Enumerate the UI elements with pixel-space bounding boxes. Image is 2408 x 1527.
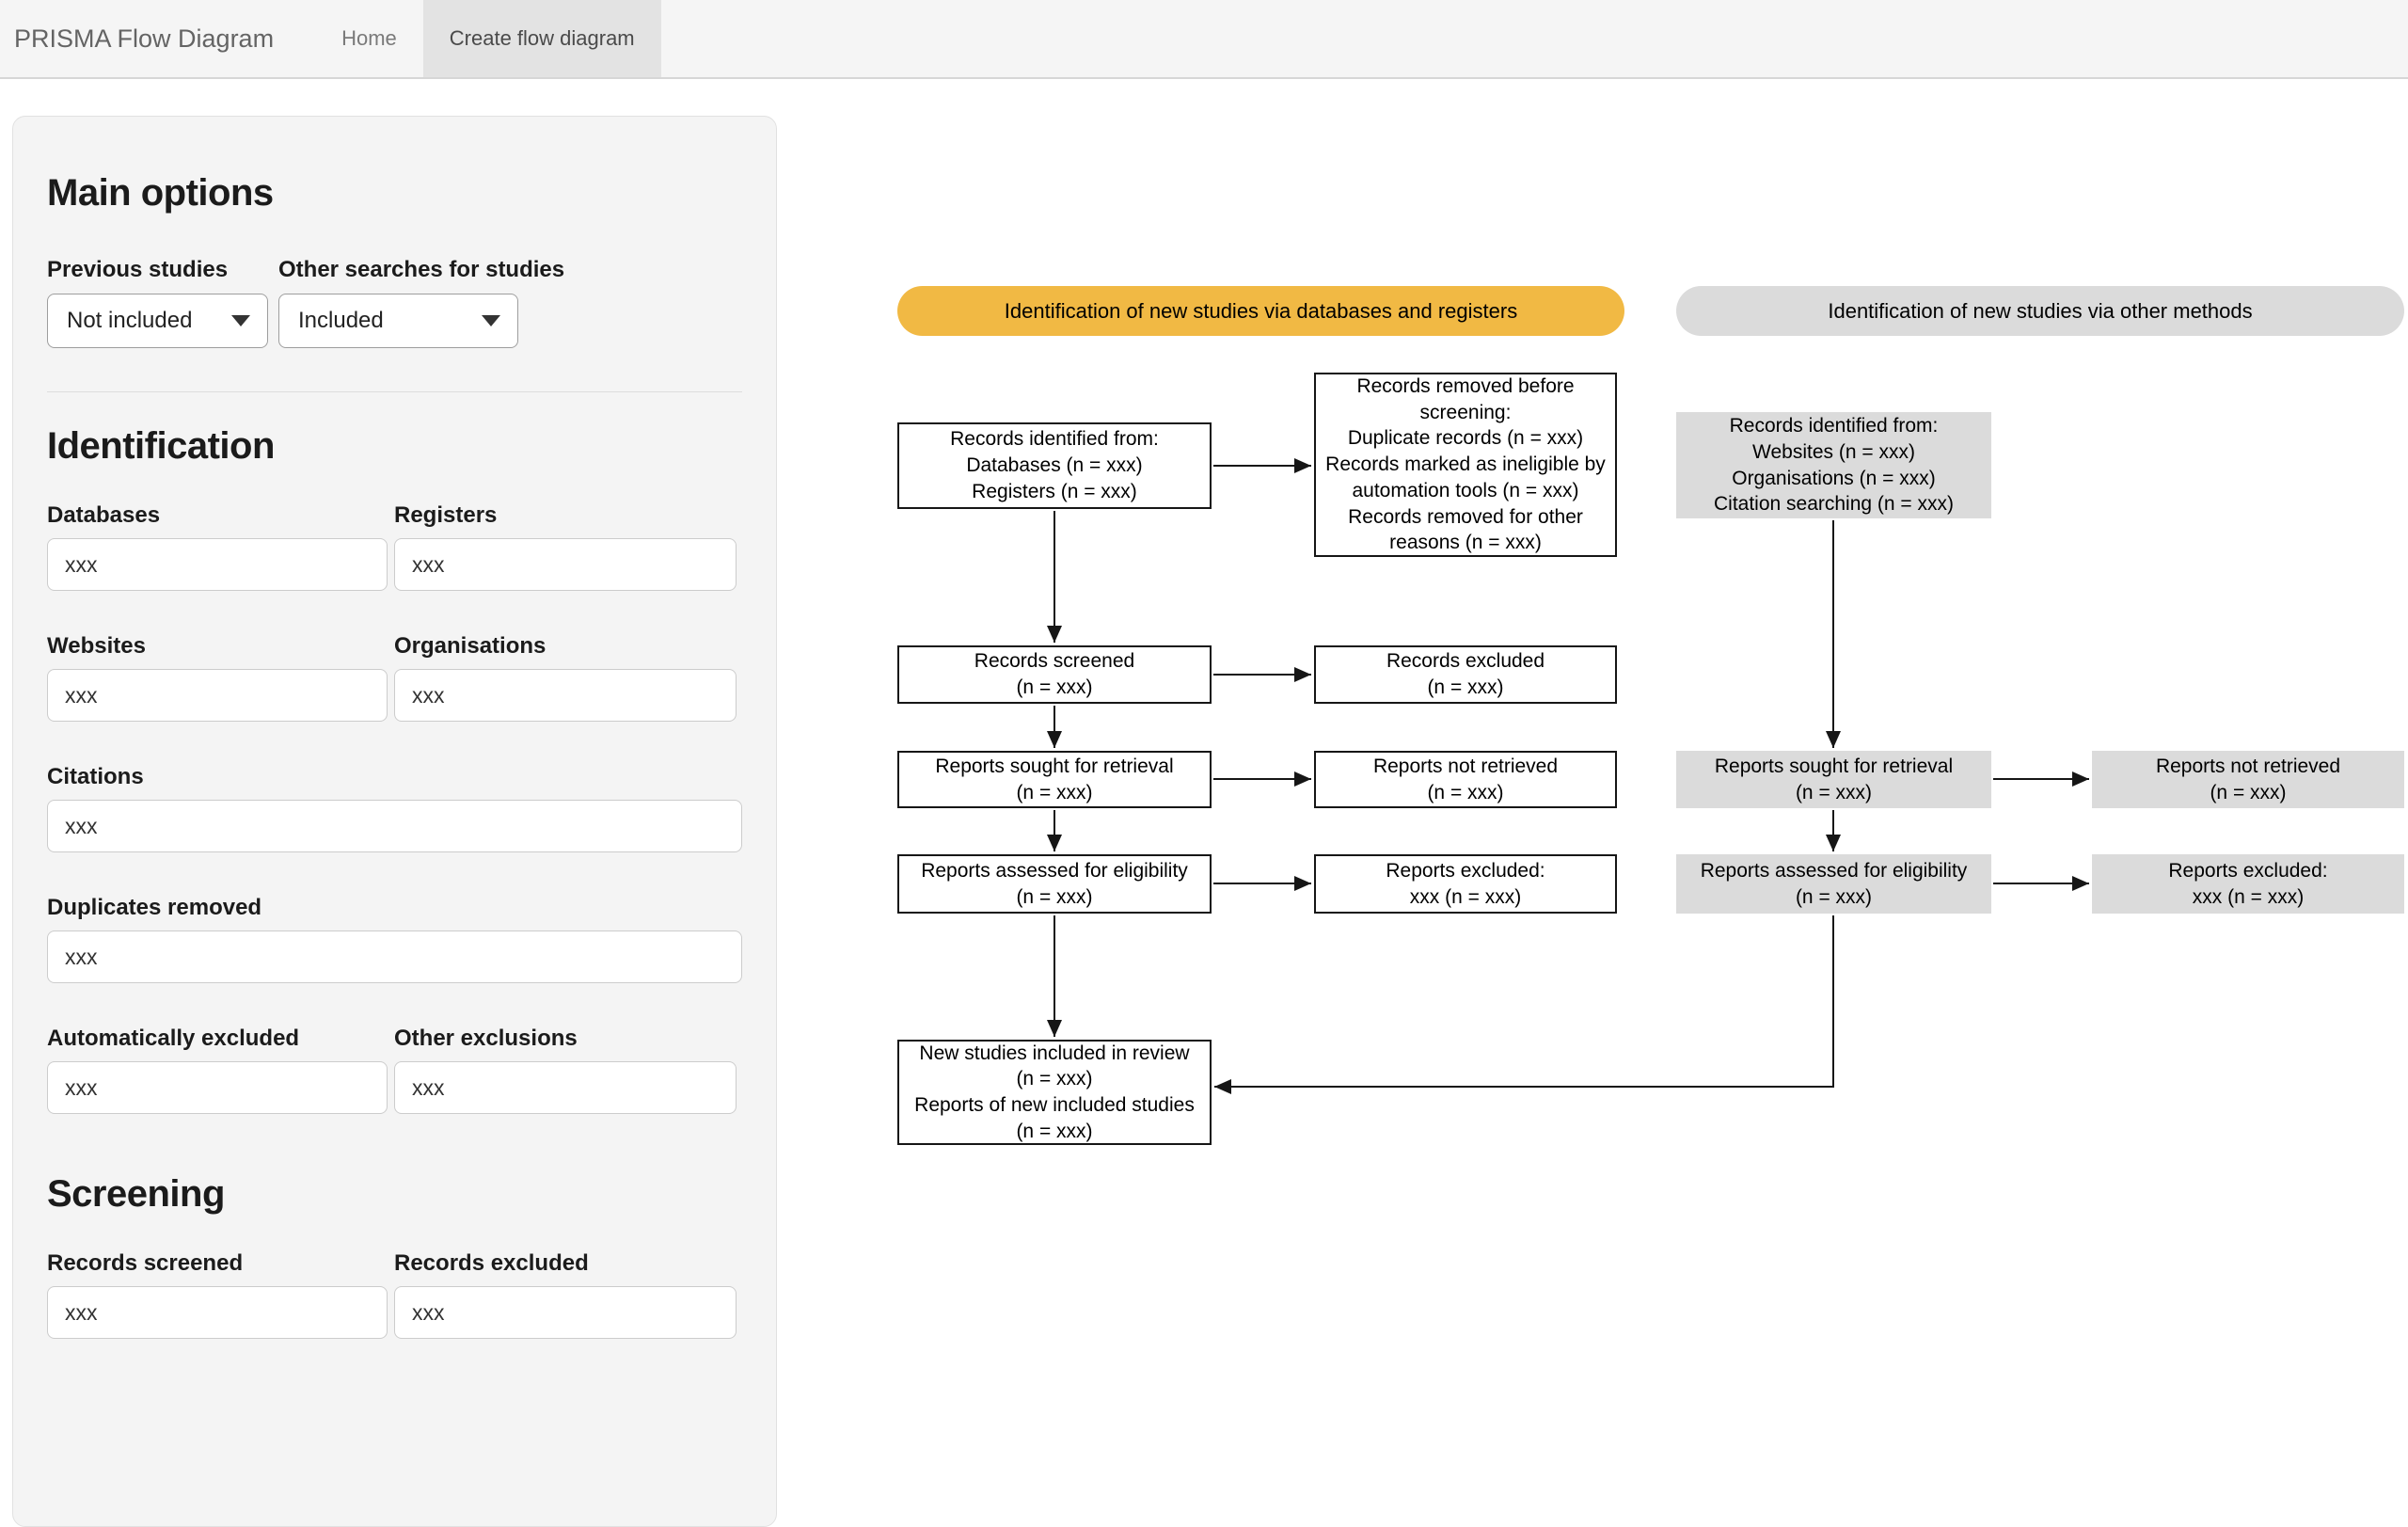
databases-input[interactable]	[47, 538, 388, 591]
navbar: PRISMA Flow Diagram Home Create flow dia…	[0, 0, 2408, 79]
records-screened-input[interactable]	[47, 1286, 388, 1339]
registers-input[interactable]	[394, 538, 737, 591]
automatically-excluded-input[interactable]	[47, 1061, 388, 1114]
tab-create-flow-diagram[interactable]: Create flow diagram	[422, 0, 661, 77]
box-records-identified: Records identified from: Databases (n = …	[897, 422, 1212, 509]
tab-home[interactable]: Home	[341, 26, 397, 50]
app-title: PRISMA Flow Diagram	[14, 24, 275, 53]
citations-label: Citations	[47, 764, 144, 789]
other-searches-label: Other searches for studies	[278, 257, 565, 282]
identification-heading: Identification	[47, 425, 275, 467]
box-reports-not-retrieved-other: Reports not retrieved (n = xxx)	[2092, 751, 2404, 808]
records-excluded-label: Records excluded	[394, 1250, 589, 1276]
options-sidebar: Main options Previous studies Other sear…	[12, 116, 777, 1527]
main-options-heading: Main options	[47, 172, 274, 214]
organisations-label: Organisations	[394, 633, 547, 659]
box-reports-assessed: Reports assessed for eligibility (n = xx…	[897, 854, 1212, 914]
box-records-excluded: Records excluded (n = xxx)	[1314, 645, 1617, 704]
other-searches-value: Included	[298, 308, 384, 333]
box-reports-assessed-other: Reports assessed for eligibility (n = xx…	[1676, 854, 1991, 914]
box-records-screened: Records screened (n = xxx)	[897, 645, 1212, 704]
box-reports-excluded: Reports excluded: xxx (n = xxx)	[1314, 854, 1617, 914]
box-reports-sought-other: Reports sought for retrieval (n = xxx)	[1676, 751, 1991, 808]
citations-input[interactable]	[47, 800, 742, 852]
registers-label: Registers	[394, 502, 498, 528]
screening-heading: Screening	[47, 1173, 225, 1215]
chevron-down-icon	[482, 315, 500, 326]
websites-input[interactable]	[47, 669, 388, 722]
records-excluded-input[interactable]	[394, 1286, 737, 1339]
duplicates-removed-input[interactable]	[47, 931, 742, 983]
banner-databases-registers: Identification of new studies via databa…	[897, 286, 1624, 336]
duplicates-removed-label: Duplicates removed	[47, 895, 262, 920]
box-new-studies-included: New studies included in review (n = xxx)…	[897, 1040, 1212, 1145]
box-records-identified-other: Records identified from: Websites (n = x…	[1676, 412, 1991, 518]
previous-studies-label: Previous studies	[47, 257, 229, 282]
box-records-removed: Records removed before screening: Duplic…	[1314, 373, 1617, 557]
box-reports-not-retrieved: Reports not retrieved (n = xxx)	[1314, 751, 1617, 808]
banner-other-methods: Identification of new studies via other …	[1676, 286, 2404, 336]
section-divider	[47, 391, 742, 392]
other-exclusions-input[interactable]	[394, 1061, 737, 1114]
organisations-input[interactable]	[394, 669, 737, 722]
records-screened-label: Records screened	[47, 1250, 244, 1276]
chevron-down-icon	[231, 315, 250, 326]
previous-studies-select[interactable]: Not included	[47, 294, 268, 348]
box-reports-excluded-other: Reports excluded: xxx (n = xxx)	[2092, 854, 2404, 914]
automatically-excluded-label: Automatically excluded	[47, 1026, 300, 1051]
other-exclusions-label: Other exclusions	[394, 1026, 578, 1051]
box-reports-sought: Reports sought for retrieval (n = xxx)	[897, 751, 1212, 808]
other-searches-select[interactable]: Included	[278, 294, 518, 348]
databases-label: Databases	[47, 502, 161, 528]
websites-label: Websites	[47, 633, 146, 659]
previous-studies-value: Not included	[67, 308, 193, 333]
